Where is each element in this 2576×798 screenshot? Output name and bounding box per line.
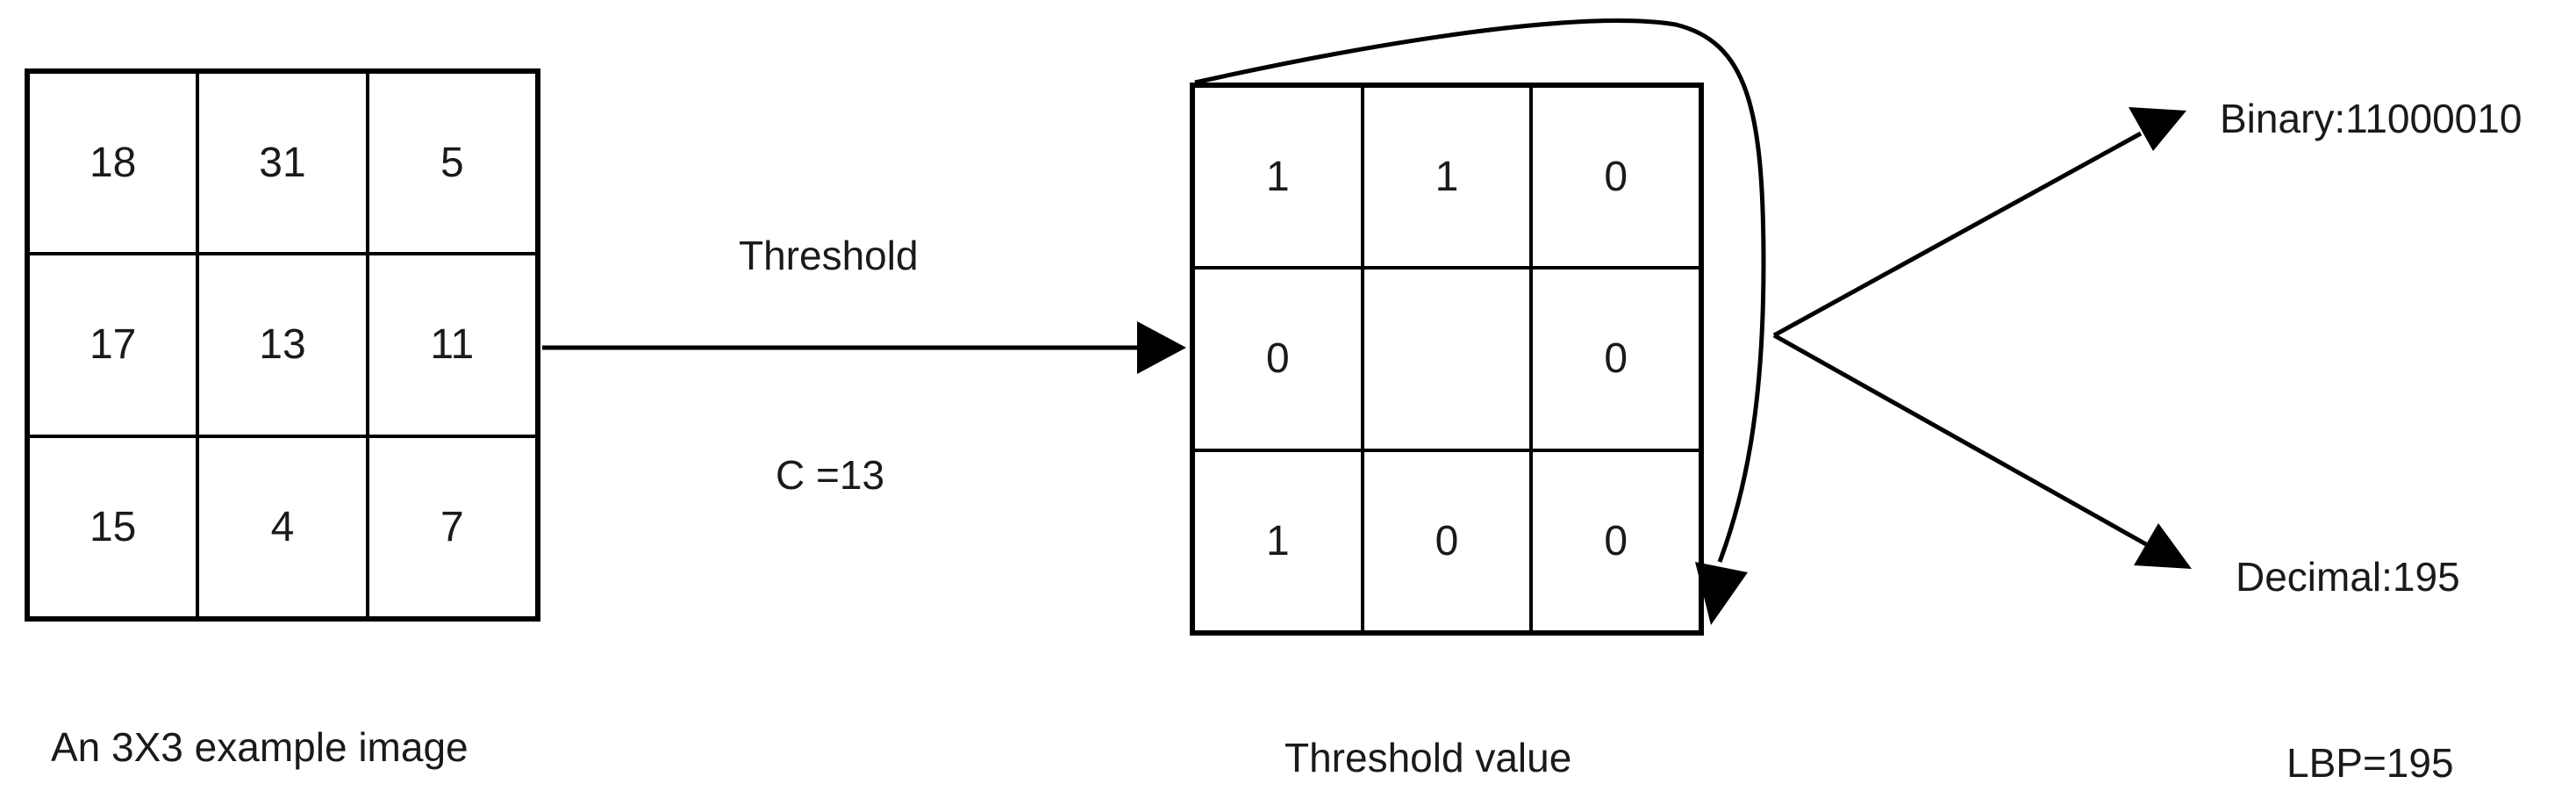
input-cell: 7 — [367, 435, 537, 618]
input-pixel-grid: 18 31 5 17 13 11 15 4 7 — [25, 68, 540, 622]
threshold-operation-label: Threshold — [739, 233, 919, 278]
threshold-cell: 1 — [1193, 449, 1363, 632]
input-cell: 15 — [28, 435, 198, 618]
input-cell: 4 — [197, 435, 368, 618]
decimal-result-label: Decimal:195 — [2236, 554, 2460, 600]
input-caption: An 3X3 example image — [51, 724, 469, 770]
threshold-arrow — [542, 321, 1186, 374]
binary-result-label: Binary:11000010 — [2220, 96, 2522, 141]
input-cell: 17 — [28, 254, 198, 436]
binary-arrow — [1772, 107, 2186, 338]
center-value-label: C =13 — [776, 452, 885, 498]
input-cell: 18 — [28, 72, 198, 255]
input-cell: 31 — [197, 72, 368, 255]
threshold-caption: Threshold value — [1284, 735, 1572, 780]
input-cell: 11 — [367, 254, 537, 436]
threshold-cell: 0 — [1531, 86, 1700, 269]
threshold-cell: 0 — [1531, 449, 1700, 632]
threshold-grid: 1 1 0 0 0 1 0 0 — [1190, 83, 1704, 636]
lbp-result-label: LBP=195 — [2286, 740, 2454, 786]
threshold-center-cell — [1362, 268, 1532, 450]
threshold-cell: 1 — [1193, 86, 1363, 269]
threshold-cell: 0 — [1531, 268, 1700, 450]
threshold-cell: 1 — [1362, 86, 1532, 269]
input-cell: 5 — [367, 72, 537, 255]
input-center-cell: 13 — [197, 254, 368, 436]
threshold-cell: 0 — [1362, 449, 1532, 632]
reading-order-arrow — [1194, 18, 1766, 625]
threshold-cell: 0 — [1193, 268, 1363, 450]
decimal-arrow — [1772, 333, 2192, 569]
